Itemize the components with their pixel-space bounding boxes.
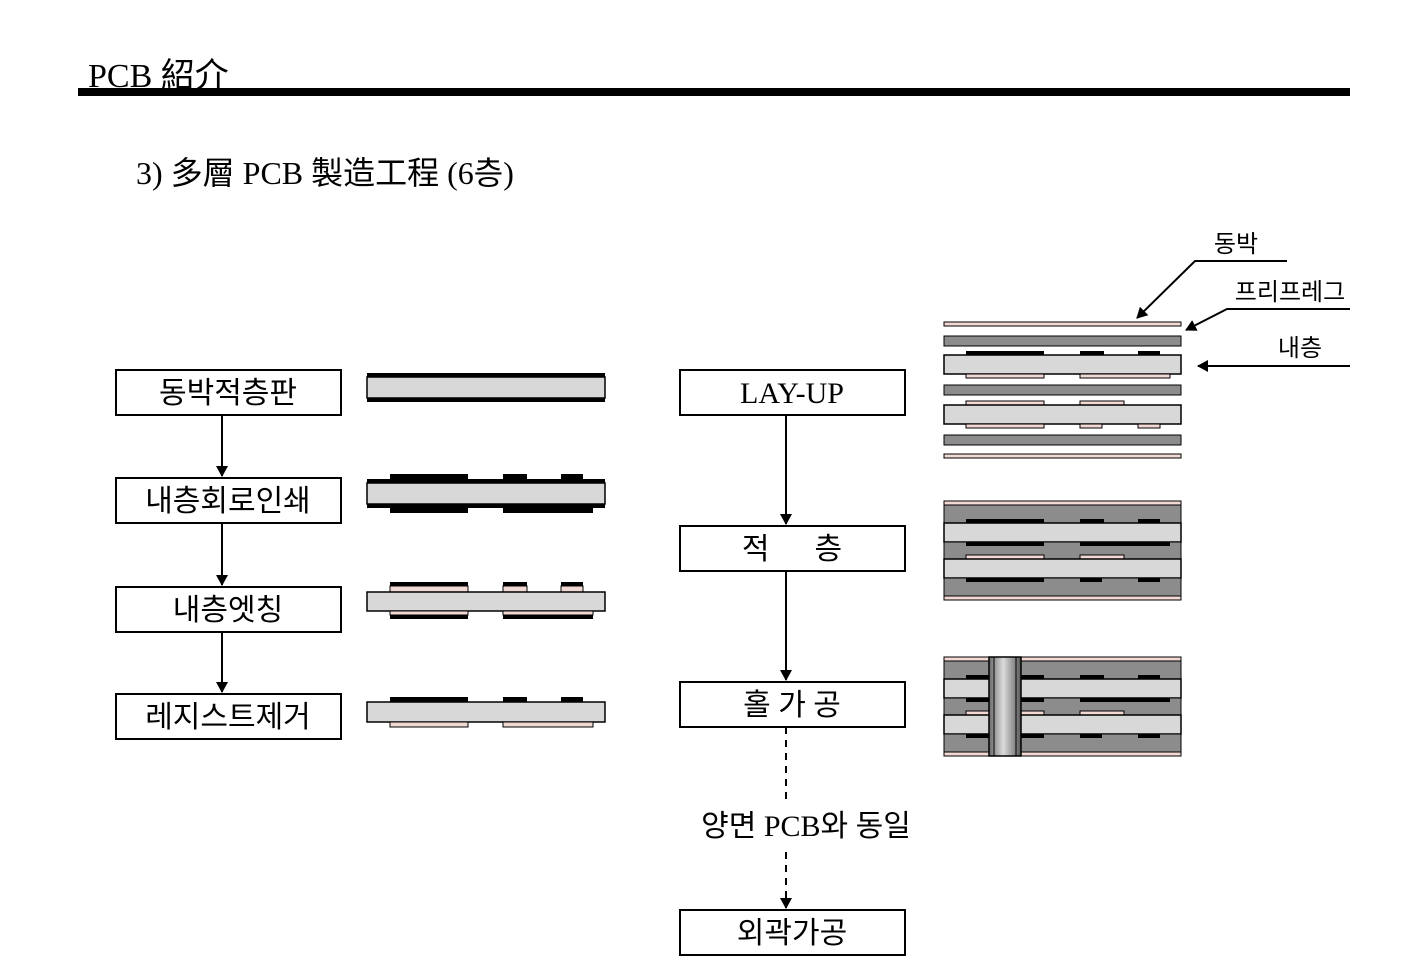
resist-removal-illustration bbox=[366, 697, 606, 728]
prepreg-label: 프리프레그 bbox=[1235, 279, 1345, 306]
right-step-1: LAY-UP bbox=[679, 369, 906, 416]
right-step-1-label: LAY-UP bbox=[740, 377, 844, 410]
left-step-1-label: 동박적층판 bbox=[159, 377, 297, 410]
drilled-illustration bbox=[943, 656, 1182, 757]
layup-illustration bbox=[943, 321, 1182, 459]
inner-layer-label: 내층 bbox=[1278, 335, 1322, 362]
left-step-2-label: 내층회로인쇄 bbox=[145, 485, 311, 518]
right-step-2-label: 적 층 bbox=[742, 533, 842, 566]
final-step: 외곽가공 bbox=[679, 909, 906, 956]
right-step-2: 적 층 bbox=[679, 525, 906, 572]
connector-label: 양면 PCB와 동일 bbox=[701, 810, 911, 843]
inner-etch-illustration bbox=[366, 582, 606, 619]
header-rule bbox=[78, 88, 1350, 96]
right-step-3-label: 홀 가 공 bbox=[743, 689, 841, 722]
left-step-1: 동박적층판 bbox=[115, 369, 342, 416]
left-step-3-label: 내층엣칭 bbox=[173, 594, 283, 627]
prepreg-callout: 프리프레그 bbox=[1185, 279, 1350, 331]
section-title: 3) 多層 PCB 製造工程 (6층) bbox=[136, 155, 514, 191]
final-step-label: 외곽가공 bbox=[737, 917, 847, 950]
laminated-illustration bbox=[943, 500, 1182, 601]
copper-foil-callout: 동박 bbox=[1136, 231, 1287, 319]
inner-layer-callout: 내층 bbox=[1197, 335, 1350, 372]
left-step-3: 내층엣칭 bbox=[115, 586, 342, 633]
copper-foil-label: 동박 bbox=[1214, 231, 1258, 258]
left-step-4-label: 레지스트제거 bbox=[145, 701, 311, 734]
inner-print-illustration bbox=[366, 474, 606, 513]
ccl-illustration bbox=[366, 373, 606, 402]
right-step-3: 홀 가 공 bbox=[679, 681, 906, 728]
left-step-4: 레지스트제거 bbox=[115, 693, 342, 740]
left-step-2: 내층회로인쇄 bbox=[115, 477, 342, 524]
